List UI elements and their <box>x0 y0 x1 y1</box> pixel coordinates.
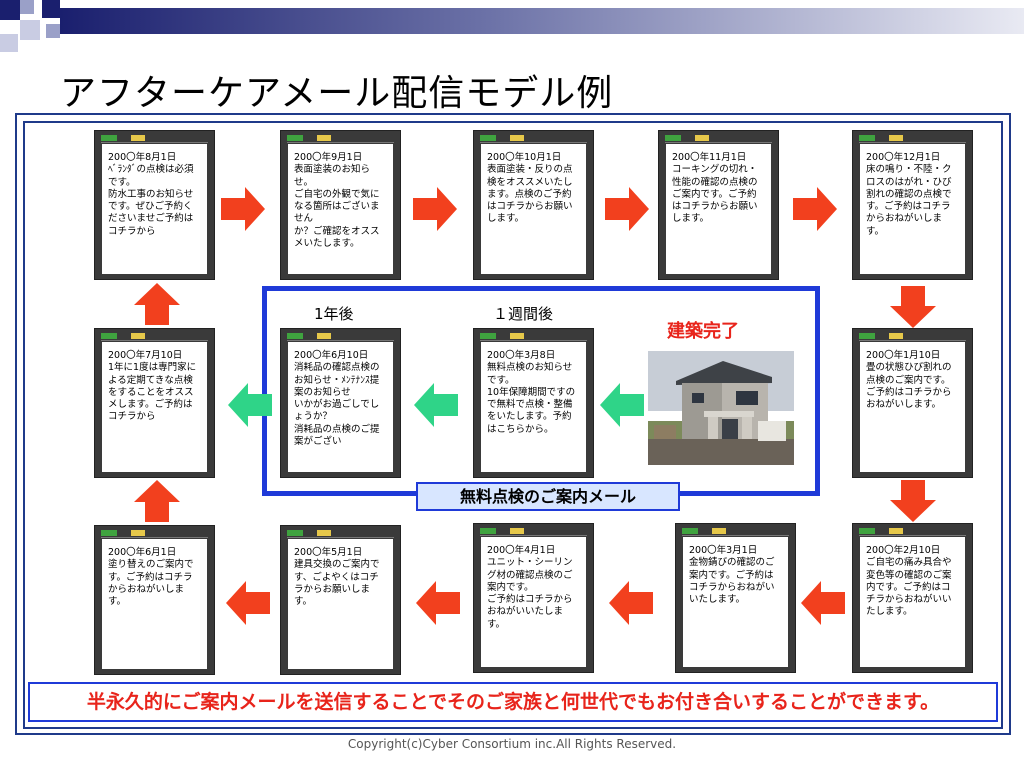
corner-square-light <box>0 34 18 52</box>
mail-text: 200〇年3月8日 無料点検のお知らせです。 10年保障期間ですので無料で点検・… <box>487 350 576 435</box>
free-inspection-caption: 無料点検のご案内メール <box>416 482 680 511</box>
phone-mail-nov1: 200〇年11月1日 コーキングの切れ・性能の確認の点検のご案内です。ご予約はコ… <box>658 130 779 280</box>
corner-square-gray <box>20 0 34 14</box>
inner-frame <box>23 121 1003 729</box>
corner-square-gray <box>46 24 60 38</box>
phone-mail-oct1: 200〇年10月1日 表面塗装・反りの点検をオススメいたします。点検のご予約はコ… <box>473 130 594 280</box>
arrow-right-icon <box>793 187 837 231</box>
arrow-left-green-icon <box>600 383 644 427</box>
mail-text: 200〇年3月1日 金物錆びの確認のご案内です。ご予約はコチラからおねがいいたし… <box>689 545 775 606</box>
label-one-week-later: １週間後 <box>493 305 554 323</box>
mail-text: 200〇年6月1日 塗り替えのご案内です。ご予約はコチラからおねがいします。 <box>108 547 194 608</box>
arrow-left-icon <box>226 581 270 625</box>
arrow-right-icon <box>413 187 457 231</box>
phone-mail-jun10: 200〇年6月10日 消耗品の確認点検のお知らせ・ﾒﾝﾃﾅﾝｽ提案のお知らせ い… <box>280 328 401 478</box>
arrow-left-icon <box>801 581 845 625</box>
phone-mail-jan10: 200〇年1月10日 畳の状態ひび割れの点検のご案内です。ご予約はコチラからおね… <box>852 328 973 478</box>
house-photo <box>648 351 794 465</box>
mail-text: 200〇年11月1日 コーキングの切れ・性能の確認の点検のご案内です。ご予約はコ… <box>672 152 758 225</box>
mail-text: 200〇年5月1日 建具交換のご案内です、ごよやくはコチラからお願いします。 <box>294 547 380 608</box>
phone-mail-mar8: 200〇年3月8日 無料点検のお知らせです。 10年保障期間ですので無料で点検・… <box>473 328 594 478</box>
phone-mail-jun1: 200〇年6月1日 塗り替えのご案内です。ご予約はコチラからおねがいします。 <box>94 525 215 675</box>
mail-text: 200〇年9月1日 表面塗装のお知らせ。 ご自宅の外観で気になる箇所はございませ… <box>294 152 380 250</box>
construction-complete-label: 建築完了 <box>667 321 739 342</box>
arrow-left-green-icon <box>414 383 458 427</box>
phone-mail-mar1: 200〇年3月1日 金物錆びの確認のご案内です。ご予約はコチラからおねがいいたし… <box>675 523 796 673</box>
mail-text: 200〇年4月1日 ユニット・シーリング材の確認点検のご案内です。 ご予約はコチ… <box>487 545 573 630</box>
mail-text: 200〇年10月1日 表面塗装・反りの点検をオススメいたします。点検のご予約はコ… <box>487 152 573 225</box>
phone-mail-may1: 200〇年5月1日 建具交換のご案内です、ごよやくはコチラからお願いします。 <box>280 525 401 675</box>
mail-text: 200〇年8月1日 ﾍﾞﾗﾝﾀﾞの点検は必須です。 防水工事のお知らせです。ぜひ… <box>108 152 194 237</box>
phone-mail-aug1: 200〇年8月1日 ﾍﾞﾗﾝﾀﾞの点検は必須です。 防水工事のお知らせです。ぜひ… <box>94 130 215 280</box>
copyright-notice: Copyright(c)Cyber Consortium inc.All Rig… <box>347 737 677 751</box>
corner-square-light <box>20 20 40 40</box>
arrow-up-icon <box>134 283 180 325</box>
label-one-year-later: 1年後 <box>314 305 354 323</box>
arrow-right-icon <box>221 187 265 231</box>
mail-text: 200〇年12月1日 床の鳴り・不陸・クロスのはがれ・ひび割れの確認の点検です。… <box>866 152 952 237</box>
phone-mail-dec1: 200〇年12月1日 床の鳴り・不陸・クロスのはがれ・ひび割れの確認の点検です。… <box>852 130 973 280</box>
arrow-down-icon <box>890 480 936 522</box>
bottom-message: 半永久的にご案内メールを送信することでそのご家族と何世代でもお付き合いすることが… <box>28 682 998 722</box>
mail-text: 200〇年6月10日 消耗品の確認点検のお知らせ・ﾒﾝﾃﾅﾝｽ提案のお知らせ い… <box>294 350 380 448</box>
mail-text: 200〇年2月10日 ご自宅の痛み具合や変色等の確認のご案内です。ご予約はコチラ… <box>866 545 952 618</box>
arrow-up-icon <box>134 480 180 522</box>
corner-square-navy <box>42 0 60 18</box>
arrow-left-green-icon <box>228 383 272 427</box>
mail-text: 200〇年1月10日 畳の状態ひび割れの点検のご案内です。ご予約はコチラからおね… <box>866 350 952 411</box>
corner-square-navy <box>0 0 20 20</box>
phone-mail-feb10: 200〇年2月10日 ご自宅の痛み具合や変色等の確認のご案内です。ご予約はコチラ… <box>852 523 973 673</box>
arrow-right-icon <box>605 187 649 231</box>
phone-mail-sep1: 200〇年9月1日 表面塗装のお知らせ。 ご自宅の外観で気になる箇所はございませ… <box>280 130 401 280</box>
mail-text: 200〇年7月10日 1年に1度は専門家による定期てきな点検をすることをオススメ… <box>108 350 197 423</box>
arrow-left-icon <box>609 581 653 625</box>
phone-mail-jul10: 200〇年7月10日 1年に1度は専門家による定期てきな点検をすることをオススメ… <box>94 328 215 478</box>
outer-frame <box>15 113 1011 735</box>
arrow-left-icon <box>416 581 460 625</box>
header-gradient-line <box>60 8 1024 34</box>
page-title: アフターケアメール配信モデル例 <box>60 73 614 114</box>
phone-mail-apr1: 200〇年4月1日 ユニット・シーリング材の確認点検のご案内です。 ご予約はコチ… <box>473 523 594 673</box>
arrow-down-icon <box>890 286 936 328</box>
